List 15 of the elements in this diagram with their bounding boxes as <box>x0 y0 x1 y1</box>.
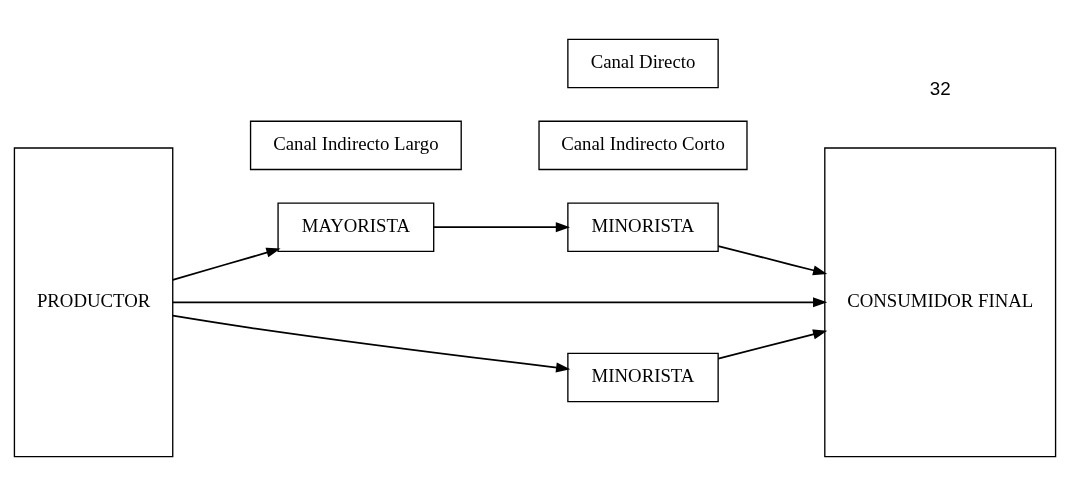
node-box: Canal Directo <box>567 38 719 88</box>
arrow <box>432 221 571 232</box>
label: 32 <box>929 77 951 99</box>
arrow <box>717 244 828 275</box>
node-box: MINORISTA <box>567 201 719 252</box>
node-box: Canal Indirecto Largo <box>249 120 462 170</box>
node-box: MAYORISTA <box>277 201 435 252</box>
arrow <box>171 314 571 372</box>
arrow <box>171 296 828 307</box>
node-box: MINORISTA <box>567 352 719 402</box>
arrow <box>171 247 281 281</box>
node-box: Canal Indirecto Corto <box>538 120 748 170</box>
arrow <box>717 329 828 359</box>
node-box: CONSUMIDOR FINAL <box>824 146 1057 457</box>
node-box: PRODUCTOR <box>13 146 174 457</box>
